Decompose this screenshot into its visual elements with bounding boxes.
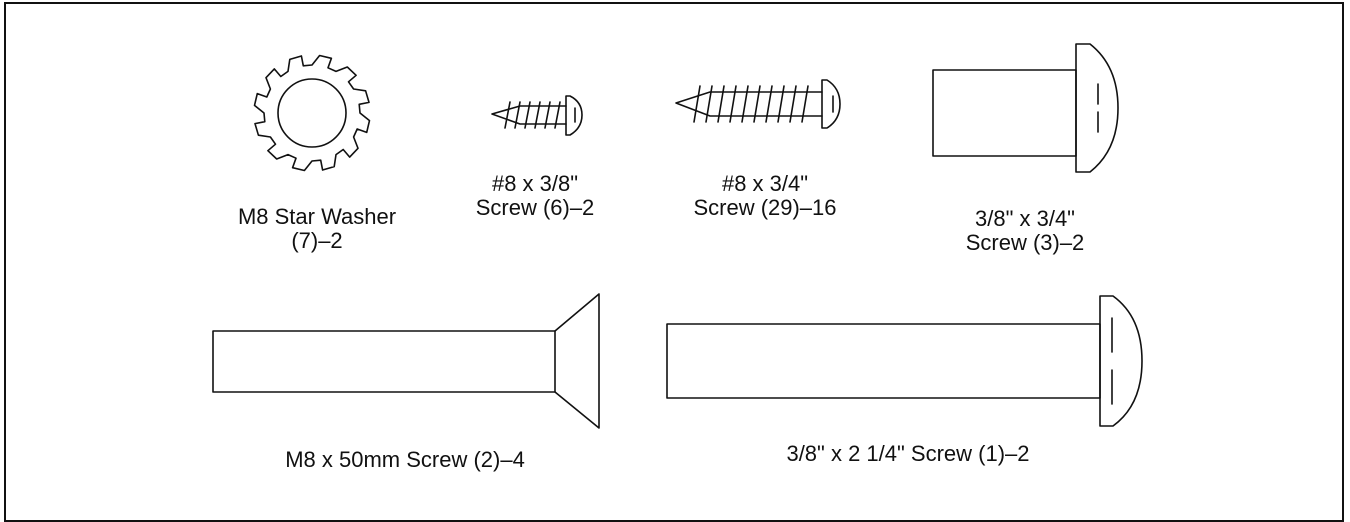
label-screw-38-34: 3/8" x 3/4" Screw (3)–2: [930, 207, 1120, 255]
label-line-2: (7)–2: [291, 228, 343, 253]
label-line-1: #8 x 3/4": [721, 171, 809, 196]
label-line-2: Screw (3)–2: [965, 230, 1085, 255]
thread-line: [693, 85, 701, 123]
label-line-2: Screw (6)–2: [475, 195, 595, 220]
screw-38-214-icon: [666, 295, 1143, 427]
thread-line: [729, 85, 737, 123]
thread-line: [753, 85, 761, 123]
thread-line: [801, 85, 809, 123]
hardware-drawing: [212, 43, 1143, 429]
star-washer-icon: [253, 54, 371, 172]
label-star-washer: M8 Star Washer (7)–2: [212, 205, 422, 253]
label-line-1: M8 x 50mm Screw (2)–4: [285, 447, 525, 472]
thread-line: [765, 85, 773, 123]
screw-m8-50-icon: [212, 293, 600, 429]
thread-line: [705, 85, 713, 123]
thread-line: [777, 85, 785, 123]
label-screw-8-34: #8 x 3/4" Screw (29)–16: [670, 172, 860, 220]
label-line-1: 3/8" x 3/4": [974, 206, 1075, 231]
label-line-1: 3/8" x 2 1/4" Screw (1)–2: [786, 441, 1030, 466]
screw-38-34-icon: [932, 43, 1119, 173]
label-screw-m8-50: M8 x 50mm Screw (2)–4: [240, 448, 570, 472]
label-screw-38-214: 3/8" x 2 1/4" Screw (1)–2: [738, 442, 1078, 466]
thread-line: [717, 85, 725, 123]
screw-8-34-icon: [675, 79, 841, 129]
thread-line: [544, 101, 551, 129]
thread-line: [789, 85, 797, 123]
thread-line: [741, 85, 749, 123]
thread-line: [534, 101, 541, 129]
label-screw-8-38: #8 x 3/8" Screw (6)–2: [455, 172, 615, 220]
label-line-1: #8 x 3/8": [491, 171, 579, 196]
screw-8-38-icon: [491, 95, 583, 136]
parts-frame: [4, 2, 1344, 522]
label-line-1: M8 Star Washer: [237, 204, 397, 229]
label-line-2: Screw (29)–16: [693, 195, 837, 220]
thread-line: [504, 101, 511, 129]
thread-line: [554, 101, 561, 129]
thread-line: [514, 101, 521, 129]
thread-line: [524, 101, 531, 129]
